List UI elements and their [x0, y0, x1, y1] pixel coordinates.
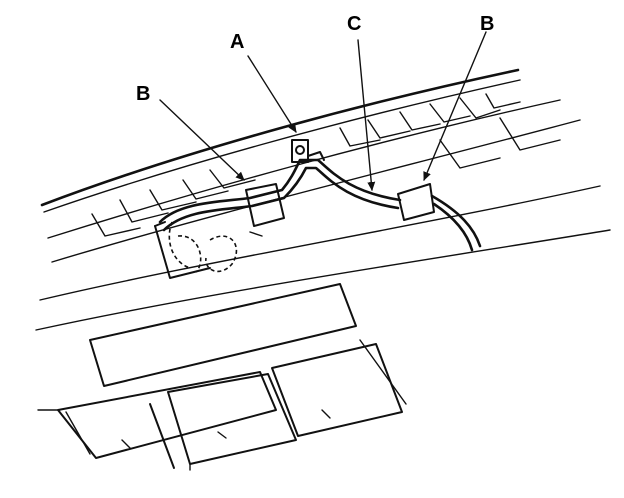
wire-harness	[158, 158, 482, 252]
callout-c: C	[347, 13, 361, 35]
callout-b-right: B	[480, 13, 494, 35]
lower-vent-frames	[37, 339, 407, 471]
defroster-vents	[91, 93, 561, 237]
leader-lines	[159, 31, 487, 191]
center-panel-opening	[89, 283, 357, 387]
clip-b-left	[245, 183, 285, 227]
callout-b-left: B	[136, 83, 150, 105]
ground-terminal-a	[291, 139, 325, 163]
hidden-clips	[168, 221, 238, 273]
callout-a: A	[230, 31, 244, 53]
dashboard-top-edge	[35, 68, 611, 331]
clip-b-right	[397, 183, 435, 221]
